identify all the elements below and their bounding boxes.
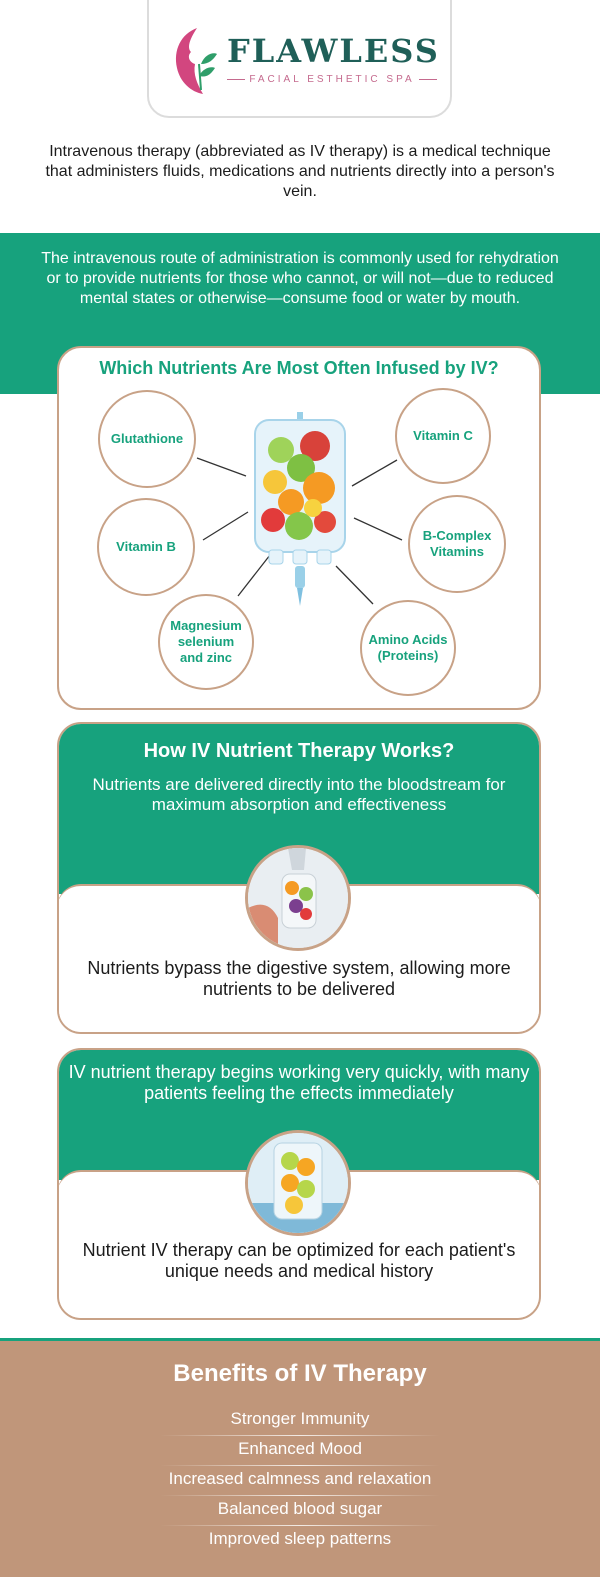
benefits-title: Benefits of IV Therapy	[173, 1360, 427, 1387]
quick-effects-text: IV nutrient therapy begins working very …	[68, 1062, 530, 1103]
benefits-band	[0, 1341, 600, 1577]
nutrient-label: Magnesium selenium and zinc	[170, 618, 242, 665]
nutrient-circle-vitamin-c: Vitamin C	[395, 388, 491, 484]
citrus-bag-icon	[248, 1133, 348, 1233]
nutrients-title: Which Nutrients Are Most Often Infused b…	[99, 358, 499, 378]
citrus-iv-photo	[245, 1130, 351, 1236]
benefit-item: Increased calmness and relaxation	[168, 1469, 432, 1488]
iv-bag-icon	[254, 412, 346, 606]
iv-bag-hand-icon	[248, 848, 348, 948]
intro-text: Intravenous therapy (abbreviated as IV t…	[45, 143, 555, 200]
divider	[227, 79, 246, 80]
benefits-list: Stronger Immunity Enhanced Mood Increase…	[0, 1406, 600, 1555]
divider	[160, 1525, 440, 1526]
divider	[160, 1465, 440, 1466]
route-text: The intravenous route of administration …	[41, 250, 559, 307]
benefit-item: Balanced blood sugar	[217, 1499, 383, 1518]
divider	[160, 1495, 440, 1496]
nutrient-circle-glutathione: Glutathione	[98, 390, 196, 488]
benefits-top-line	[0, 1338, 600, 1341]
divider	[418, 79, 438, 80]
nutrient-label: Vitamin C	[413, 428, 473, 443]
quick-effects-bottom-text: Nutrient IV therapy can be optimized for…	[82, 1240, 516, 1281]
benefit-item: Improved sleep patterns	[208, 1529, 392, 1548]
nutrient-label: Glutathione	[110, 431, 184, 446]
benefit-item: Stronger Immunity	[230, 1409, 370, 1428]
nutrient-circle-amino-acids: Amino Acids (Proteins)	[360, 600, 456, 696]
brand-tagline-row: FACIAL ESTHETIC SPA	[227, 74, 438, 85]
nutrient-label: Amino Acids (Proteins)	[368, 632, 448, 663]
nutrient-circle-magnesium: Magnesium selenium and zinc	[158, 594, 254, 690]
brand-name: FLAWLESS	[227, 32, 440, 70]
how-it-works-title: How IV Nutrient Therapy Works?	[143, 740, 455, 762]
iv-hand-photo	[245, 845, 351, 951]
nutrient-label: B-Complex Vitamins	[422, 528, 492, 559]
nutrient-circle-b-complex: B-Complex Vitamins	[408, 495, 506, 593]
nutrient-label: Vitamin B	[116, 539, 176, 554]
nutrient-circle-vitamin-b: Vitamin B	[97, 498, 195, 596]
brand-tagline: FACIAL ESTHETIC SPA	[249, 74, 415, 85]
divider	[160, 1435, 440, 1436]
logo-card: FLAWLESS FACIAL ESTHETIC SPA	[147, 0, 452, 118]
benefit-item: Enhanced Mood	[238, 1439, 362, 1458]
face-logo-icon	[175, 28, 217, 94]
how-it-works-bottom-text: Nutrients bypass the digestive system, a…	[87, 958, 511, 999]
how-it-works-text: Nutrients are delivered directly into th…	[92, 775, 506, 814]
